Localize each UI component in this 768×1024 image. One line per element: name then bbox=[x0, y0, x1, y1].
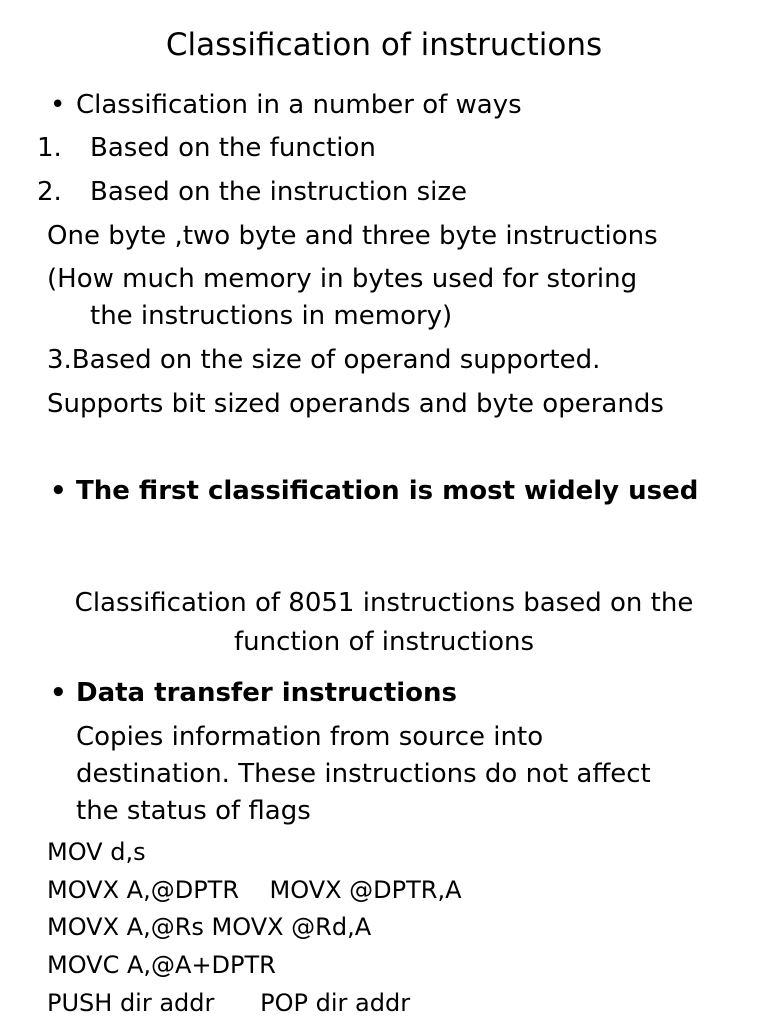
slide-8051-classification: Classification of 8051 instructions base… bbox=[0, 575, 768, 1024]
list-number: 2. bbox=[37, 177, 62, 207]
memory-description-cont: the instructions in memory) bbox=[90, 301, 453, 331]
slide-title: Classification of instructions bbox=[165, 27, 603, 63]
description-line: the status of flags bbox=[76, 796, 311, 826]
code-line: MOV d,s bbox=[47, 838, 146, 866]
code-line: MOVC A,@A+DPTR bbox=[47, 951, 276, 979]
list-number: 1. bbox=[37, 133, 62, 163]
slide-title-cont: function of instructions bbox=[233, 627, 535, 657]
size-description: One byte ,two byte and three byte instru… bbox=[47, 221, 658, 251]
bullet-icon: • bbox=[50, 678, 67, 708]
operand-support: Supports bit sized operands and byte ope… bbox=[47, 389, 664, 419]
bullet-icon: • bbox=[50, 476, 67, 506]
emphasis-bullet-text: The first classification is most widely … bbox=[76, 476, 699, 506]
description-line: destination. These instructions do not a… bbox=[76, 759, 651, 789]
slide-classification: Classification of instructions • Classif… bbox=[37, 27, 699, 506]
code-line: MOVX A,@Rs MOVX @Rd,A bbox=[47, 913, 372, 941]
intro-bullet-text: Classification in a number of ways bbox=[76, 90, 522, 120]
bullet-icon: • bbox=[50, 90, 66, 120]
bullet-heading: Data transfer instructions bbox=[76, 678, 458, 708]
list-item-function: Based on the function bbox=[90, 133, 376, 163]
code-line: PUSH dir addr POP dir addr bbox=[47, 989, 411, 1017]
operand-heading: 3.Based on the size of operand supported… bbox=[47, 345, 601, 375]
description-line: Copies information from source into bbox=[76, 722, 544, 752]
list-item-size: Based on the instruction size bbox=[90, 177, 468, 207]
slide-title: Classification of 8051 instructions base… bbox=[74, 588, 694, 618]
memory-description: (How much memory in bytes used for stori… bbox=[47, 264, 638, 294]
code-line: MOVX A,@DPTR MOVX @DPTR,A bbox=[47, 876, 462, 904]
